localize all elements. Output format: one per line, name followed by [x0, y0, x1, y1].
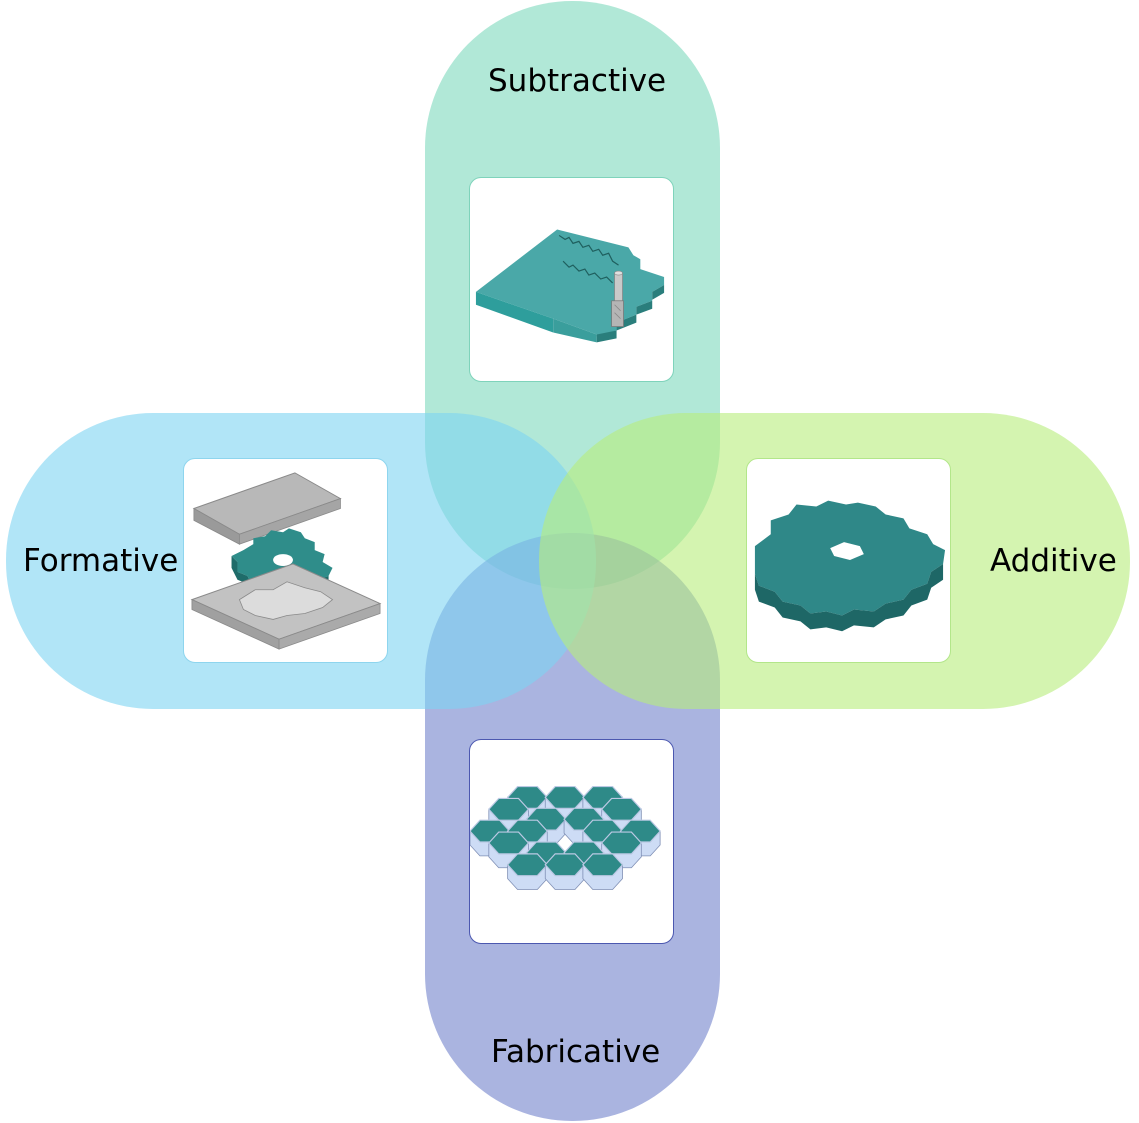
- formative-card: [183, 458, 388, 663]
- subtractive-label: Subtractive: [488, 63, 667, 99]
- additive-card: [746, 458, 951, 663]
- formative-label: Formative: [23, 543, 179, 579]
- fabricative-label: Fabricative: [491, 1034, 661, 1070]
- additive-label: Additive: [990, 543, 1117, 579]
- hex-tile: [544, 853, 586, 890]
- fabricative-card: [469, 739, 674, 944]
- milling-cutter-plate-icon: [475, 229, 665, 343]
- subtractive-card: [469, 177, 674, 382]
- mold-press-gear-icon: [190, 472, 382, 650]
- hexagon-tile-assembly-icon: [470, 785, 661, 890]
- printed-gear-icon: [754, 500, 946, 632]
- hex-tile: [582, 853, 624, 890]
- hex-tile: [506, 853, 549, 890]
